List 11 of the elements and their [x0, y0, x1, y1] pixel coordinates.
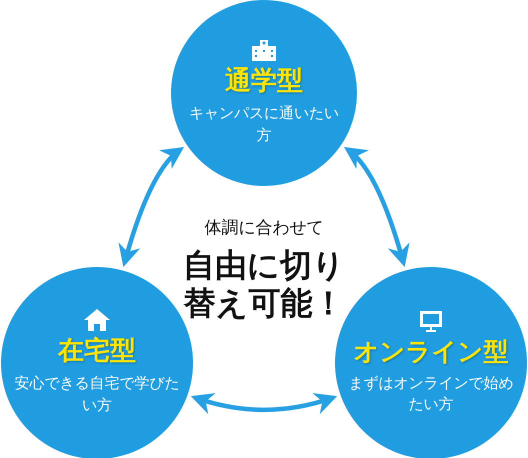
subheading-text: 体調に合わせて [204, 217, 324, 239]
double-arrow [118, 146, 184, 268]
circle-title: 通学型 [225, 67, 303, 98]
circle-description: キャンパスに通いたい方 [189, 103, 339, 146]
circle-description: まずはオンラインで始めたい方 [348, 372, 514, 416]
headline-text: 自由に切り替え可能！ [182, 246, 346, 323]
circle-description: 安心できる自宅で学びたい方 [14, 373, 180, 416]
circle-title: オンライン型 [354, 338, 508, 367]
double-arrow [344, 146, 410, 268]
circle-title: 在宅型 [58, 337, 136, 368]
double-arrow [190, 392, 338, 414]
